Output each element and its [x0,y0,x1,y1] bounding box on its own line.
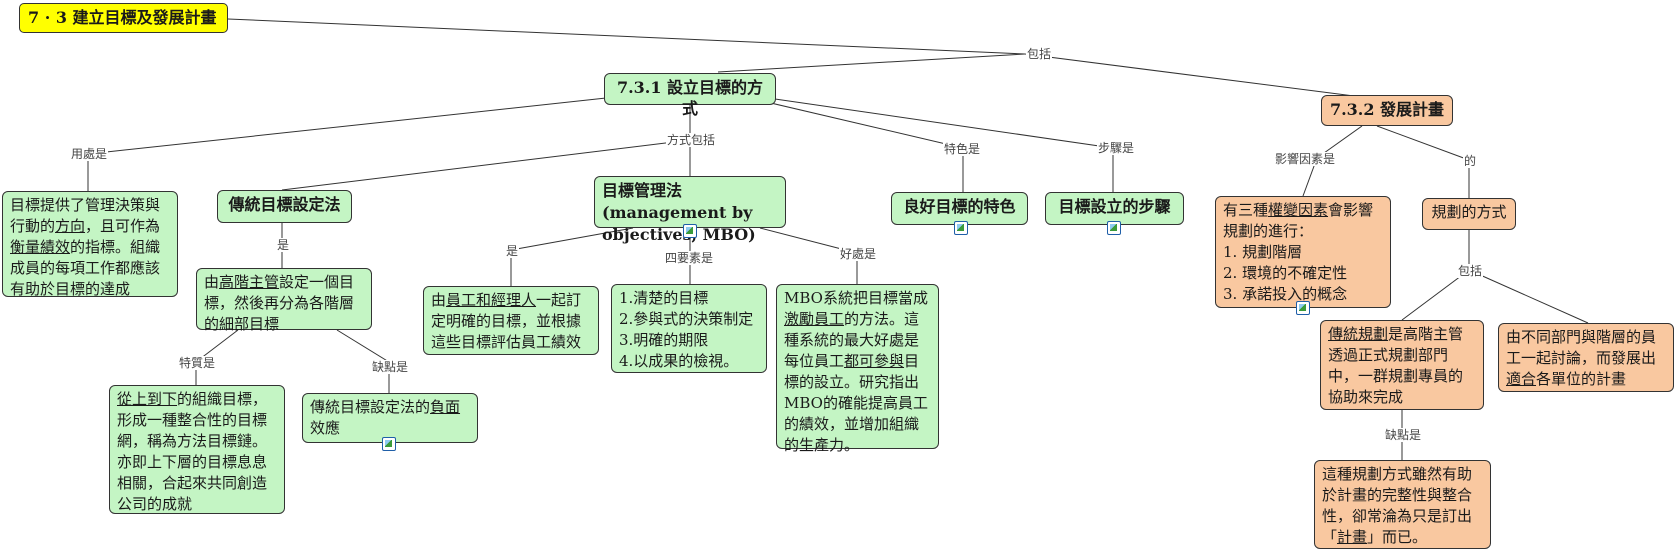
link-label-trait: 特質是 [178,356,217,370]
node-departmental-planning[interactable]: 由不同部門與階層的員工一起討論，而發展出適合各單位的計畫 [1498,323,1674,392]
edge-root-includes [227,18,1026,55]
image-attachment-icon[interactable] [382,437,396,451]
image-attachment-icon[interactable] [1296,301,1310,315]
edge-includes-732 [1024,53,1355,97]
link-label-trad-is: 是 [276,238,291,252]
node-good-goal-features[interactable]: 良好目標的特色 [891,192,1028,225]
image-attachment-icon[interactable] [1107,221,1121,235]
list-item: 3. 承諾投入的概念 [1223,285,1348,303]
list-item: 2. 環境的不確定性 [1223,264,1348,282]
link-label-usage: 用處是 [70,147,109,161]
edge-includes-731 [717,53,1026,73]
node-traditional-method[interactable]: 傳統目標設定法 [217,190,352,223]
node-traditional-planning[interactable]: 傳統規劃是高階主管透過正式規劃部門中，一群規劃專員的協助來完成 [1320,320,1484,410]
list-item: 1. 規劃階層 [1223,243,1303,261]
link-label-four-elements: 四要素是 [664,251,715,265]
image-attachment-icon[interactable] [683,224,697,238]
link-label-includes: 包括 [1026,47,1053,61]
node-mbo[interactable]: 目標管理法(management by objectives, MBO) [594,176,786,244]
node-planning-flaw[interactable]: 這種規劃方式雖然有助於計畫的完整性與整合性，卻常淪為只是訂出「計畫」而已。 [1314,460,1491,549]
link-label-plan-includes: 包括 [1457,264,1484,278]
node-planning-way[interactable]: 規劃的方式 [1422,198,1516,230]
link-label-benefit: 好處是 [839,247,878,261]
link-label-of: 的 [1463,154,1478,168]
link-label-methods-include: 方式包括 [666,133,717,147]
node-trad-flaw[interactable]: 傳統目標設定法的負面效應 [302,393,478,443]
node-mbo-description[interactable]: 由員工和經理人一起訂定明確的目標，並根據這些目標評估員工績效 [423,286,599,355]
node-usage[interactable]: 目標提供了管理決策與行動的方向，且可作為衡量績效的指標。組織成員的每項工作都應該… [2,191,178,298]
link-label-influence: 影響因素是 [1274,152,1337,166]
list-item: 4.以成果的檢視。 [619,352,739,370]
link-label-mbo-is: 是 [505,244,520,258]
link-label-features: 特色是 [943,142,982,156]
section-732[interactable]: 7.3.2 發展計畫 [1321,95,1453,126]
node-contingency-factors[interactable]: 有三種權變因素會影響規劃的進行： 1. 規劃階層 2. 環境的不確定性 3. 承… [1215,196,1391,308]
link-label-steps: 步驟是 [1097,141,1136,155]
list-item: 2.參與式的決策制定 [619,310,754,328]
node-trad-description[interactable]: 由高階主管設定一個目標，然後再分為各階層的細部目標 [196,268,372,333]
node-mbo-four-elements[interactable]: 1.清楚的目標 2.參與式的決策制定 3.明確的期限 4.以成果的檢視。 [611,284,767,373]
list-item: 3.明確的期限 [619,331,709,349]
node-trad-trait[interactable]: 從上到下的組織目標，形成一種整合性的目標網，稱為方法目標鏈。亦即上下層的目標息息… [109,385,285,514]
image-attachment-icon[interactable] [954,221,968,235]
link-label-plan-flaw: 缺點是 [1384,428,1423,442]
node-mbo-benefit[interactable]: MBO系統把目標當成激勵員工的方法。這種系統的最大好處是每位員工都可參與目標的設… [776,284,939,454]
link-label-flaw: 缺點是 [371,360,410,374]
root-topic[interactable]: 7 · 3 建立目標及發展計畫 [19,3,228,33]
section-731[interactable]: 7.3.1 設立目標的方式 [604,73,776,118]
list-item: 1.清楚的目標 [619,289,709,307]
